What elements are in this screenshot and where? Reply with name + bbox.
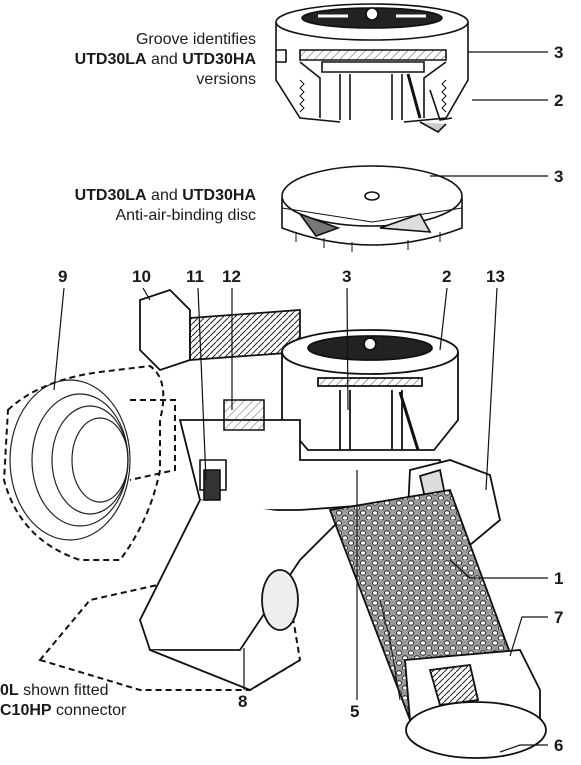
callout-5: 5 (350, 702, 360, 721)
caption-conjunction: and (146, 51, 183, 68)
caption-conjunction: and (146, 187, 183, 204)
model-utd30ha: UTD30HA (182, 187, 256, 204)
callout-top-3: 3 (554, 43, 564, 62)
connector-model: C10HP (0, 702, 52, 719)
callout-10: 10 (132, 267, 151, 286)
caption-text: shown fitted (18, 682, 109, 699)
callout-11: 11 (186, 267, 204, 286)
bottom-caption-line1: 0L shown fitted (0, 681, 200, 701)
bottom-caption-line2: C10HP connector (0, 701, 200, 721)
callout-1: 1 (554, 569, 564, 588)
trap-body (139, 419, 441, 692)
connector-dashed-outline (2, 364, 302, 691)
outlet-nut (404, 649, 547, 759)
connector-bore (9, 379, 131, 541)
callout-leaders (53, 287, 548, 753)
washers (199, 399, 265, 501)
callout-6: 6 (554, 736, 564, 755)
groove-caption: Groove identifies UTD30LA and UTD30HA ve… (60, 30, 256, 90)
cap-cutaway-detail (275, 3, 469, 133)
callout-7: 7 (554, 608, 564, 627)
model-partial: 0L (0, 682, 19, 699)
groove-caption-line1: Groove identifies (135, 31, 256, 48)
callout-12: 12 (222, 267, 241, 286)
groove-caption-line3: versions (196, 71, 256, 88)
bolt-head (139, 288, 301, 372)
model-utd30la: UTD30LA (74, 51, 147, 68)
main-cap (281, 329, 459, 451)
model-utd30ha: UTD30HA (182, 51, 256, 68)
callout-8: 8 (238, 692, 248, 711)
bottom-caption: 0L shown fitted C10HP connector (0, 681, 200, 721)
caption-text: connector (51, 702, 127, 719)
callout-2: 2 (442, 267, 452, 286)
groove-caption-line2: UTD30LA and UTD30HA (60, 50, 256, 70)
callout-9: 9 (58, 267, 68, 286)
model-utd30la: UTD30LA (74, 187, 147, 204)
callout-top-2: 2 (554, 91, 564, 110)
disc-detail (281, 165, 463, 252)
callout-13: 13 (486, 267, 505, 286)
disc-caption-line1: UTD30LA and UTD30HA (30, 186, 256, 206)
disc-caption-line2: Anti-air-binding disc (115, 207, 256, 224)
callout-disc-3: 3 (554, 167, 564, 186)
callout-3: 3 (342, 267, 352, 286)
disc-caption: UTD30LA and UTD30HA Anti-air-binding dis… (30, 186, 256, 226)
